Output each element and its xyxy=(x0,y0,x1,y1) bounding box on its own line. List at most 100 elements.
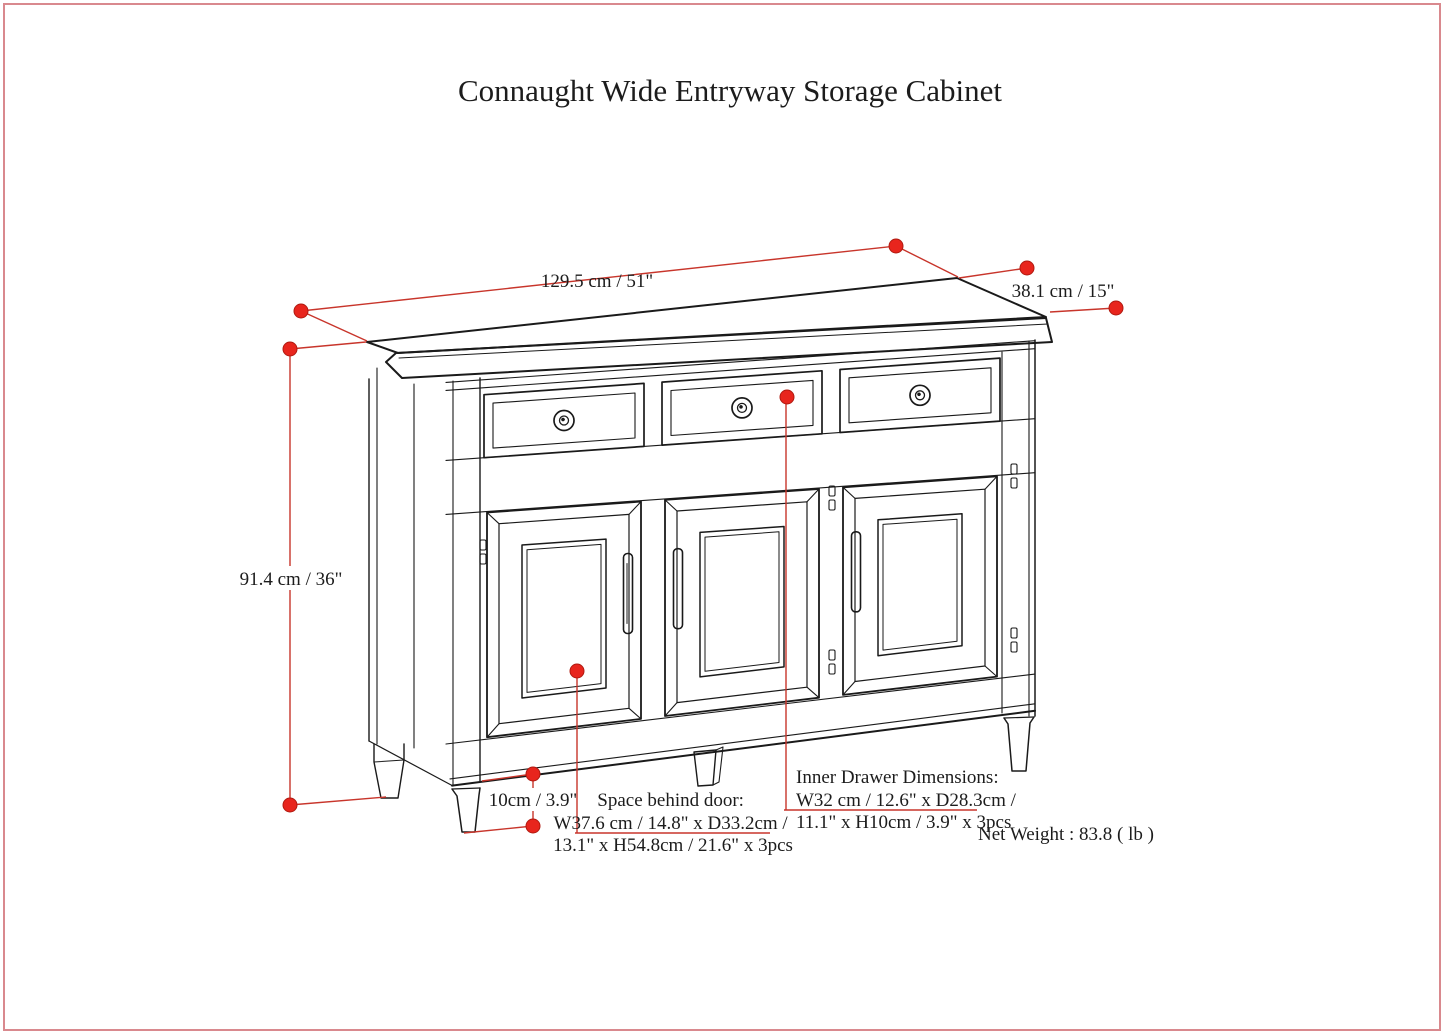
cabinet-line xyxy=(693,749,717,787)
cabinet-line xyxy=(451,787,481,790)
cabinet-knob xyxy=(909,384,931,407)
cabinet-line xyxy=(445,340,1036,383)
leg-height-label: 10cm / 3.9" xyxy=(489,790,578,811)
cabinet-line xyxy=(486,723,500,738)
cabinet-line xyxy=(984,475,998,490)
cabinet-line xyxy=(1003,716,1035,772)
cabinet-knob xyxy=(914,390,926,401)
cabinet-line xyxy=(699,525,785,678)
door-handle xyxy=(850,530,862,613)
cabinet-line xyxy=(842,486,856,499)
cabinet-knob xyxy=(561,417,565,422)
height-leader-bottom xyxy=(289,796,387,806)
cabinet-line xyxy=(839,357,1001,434)
cabinet-knob xyxy=(558,415,570,426)
hinge-mark xyxy=(1010,477,1018,489)
cabinet-line xyxy=(486,500,642,739)
cabinet-line xyxy=(483,382,645,459)
inner-drawer-leader xyxy=(784,399,977,811)
height-dimension-label: 91.4 cm / 36" xyxy=(240,569,343,590)
cabinet-line xyxy=(704,531,780,672)
dot-depth-front xyxy=(1108,300,1124,316)
net-weight-label: Net Weight : 83.8 ( lb ) xyxy=(978,824,1154,845)
cabinet-line xyxy=(373,743,405,799)
dot-leg-top xyxy=(525,766,541,782)
cabinet-line xyxy=(451,787,481,833)
cabinet-line xyxy=(877,513,963,657)
dot-height-top xyxy=(282,341,298,357)
door-handle xyxy=(672,547,684,630)
cabinet-knob xyxy=(736,402,748,414)
cabinet-line xyxy=(628,707,642,720)
door-space-note: Space behind door: W37.6 cm / 14.8" x D3… xyxy=(553,790,793,856)
hinge-mark xyxy=(828,499,836,511)
cabinet-line xyxy=(373,759,405,763)
cabinet-line xyxy=(664,702,678,717)
cabinet-line xyxy=(398,323,1049,359)
cabinet-line xyxy=(445,673,1036,745)
width-leader-left xyxy=(300,310,368,342)
cabinet-line xyxy=(628,501,642,515)
cabinet-line xyxy=(806,488,820,503)
dot-depth-back xyxy=(1019,260,1035,276)
page-title: Connaught Wide Entryway Storage Cabinet xyxy=(458,73,1002,108)
depth-leader-front xyxy=(1049,307,1117,313)
cabinet-line xyxy=(854,488,986,683)
door-space-line2: W37.6 cm / 14.8" x D33.2cm / xyxy=(554,813,789,834)
cabinet-line xyxy=(664,488,820,717)
dot-leg-bottom xyxy=(525,818,541,834)
width-dimension-line xyxy=(300,245,897,312)
height-label-bg xyxy=(241,566,341,590)
cabinet-line xyxy=(451,709,1036,787)
cabinet-line xyxy=(806,686,820,699)
cabinet-knob xyxy=(731,397,753,419)
height-leader-top xyxy=(289,341,367,350)
cabinet-line xyxy=(445,348,1036,391)
hinge-mark xyxy=(828,485,836,497)
cabinet-line xyxy=(712,746,724,786)
cabinet-line xyxy=(368,740,454,787)
hinge-mark xyxy=(479,553,487,565)
cabinet-line xyxy=(842,475,998,696)
hinge-mark xyxy=(479,539,487,551)
inner-drawer-line1: Inner Drawer Dimensions: xyxy=(796,767,999,788)
dot-width-right xyxy=(888,238,904,254)
door-space-leader xyxy=(575,671,770,834)
dot-height-bottom xyxy=(282,797,298,813)
leg-leader-top xyxy=(481,773,534,782)
hinge-mark xyxy=(828,663,836,675)
dot-door-space xyxy=(569,663,585,679)
cabinet-line xyxy=(449,703,1036,780)
hinge-mark xyxy=(828,649,836,661)
cabinet-line xyxy=(486,511,500,525)
cabinet-line xyxy=(526,543,602,693)
door-handle xyxy=(622,552,634,635)
cabinet-line xyxy=(664,499,678,512)
hinge-mark xyxy=(1010,463,1018,475)
hinge-mark xyxy=(1010,641,1018,653)
hinge-mark xyxy=(1010,627,1018,639)
cabinet-line xyxy=(842,680,856,696)
depth-dimension-label: 38.1 cm / 15" xyxy=(1012,281,1115,302)
width-dimension-label: 129.5 cm / 51" xyxy=(541,271,653,292)
cabinet-knob xyxy=(739,405,743,409)
cabinet-line xyxy=(385,317,1053,379)
cabinet-line xyxy=(882,518,958,651)
inner-drawer-line3: 11.1" x H10cm / 3.9" x 3pcs xyxy=(796,812,1011,833)
cabinet-line xyxy=(492,392,636,449)
cabinet-line xyxy=(848,367,992,424)
leg-leader-bottom xyxy=(463,825,534,834)
cabinet-line xyxy=(1003,716,1035,719)
cabinet-line xyxy=(521,538,607,699)
dimension-dots xyxy=(282,238,1124,834)
cabinet-line xyxy=(670,379,814,437)
inner-drawer-line2: W32 cm / 12.6" x D28.3cm / xyxy=(796,790,1017,811)
width-leader-right xyxy=(895,245,959,278)
cabinet-knob xyxy=(917,392,921,397)
cabinet-line xyxy=(661,369,823,446)
inner-drawer-note: Inner Drawer Dimensions: W32 cm / 12.6" … xyxy=(796,767,1021,833)
door-space-line1: Space behind door: xyxy=(597,790,744,811)
leg-label-bg xyxy=(492,788,574,811)
